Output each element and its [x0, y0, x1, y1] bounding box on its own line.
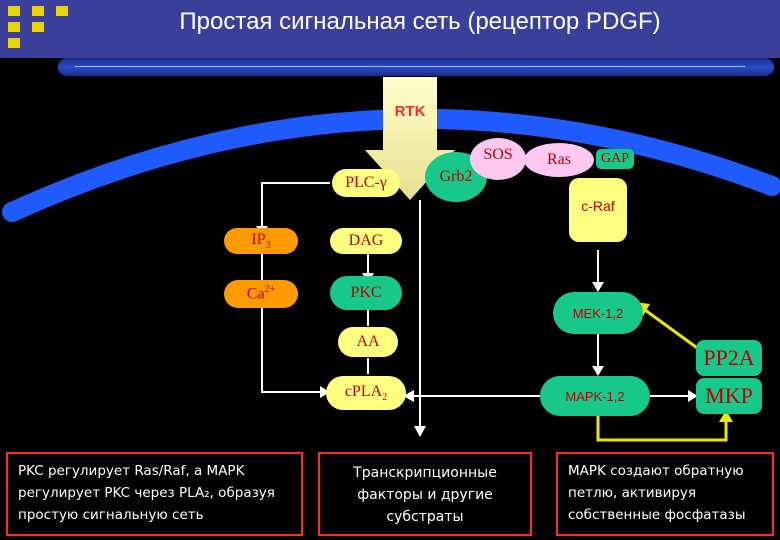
caption-left: PKC регулирует Ras/Raf, а MAPK регулируе… — [6, 452, 303, 536]
dag-node: DAG — [330, 228, 402, 254]
dag-label: DAG — [348, 232, 384, 249]
grb2-label: Grb2 — [439, 168, 473, 185]
pp2a-node: PP2A — [696, 340, 762, 376]
mkp-label: MKP — [705, 383, 753, 408]
mkp-node: MKP — [696, 378, 762, 414]
logo-square — [8, 6, 20, 16]
plc-gamma-label: PLC-γ — [345, 174, 387, 191]
logo-square — [56, 6, 68, 16]
pp2a-label: PP2A — [703, 345, 755, 370]
rtk-label: RTK — [394, 102, 426, 120]
title-underline-highlight — [75, 66, 745, 67]
feedback-line — [644, 308, 701, 352]
caption-right: MAPK создают обратную петлю, активируя с… — [556, 452, 774, 536]
logo-square — [8, 38, 20, 48]
mapk-node: MAPK-1,2 — [540, 376, 650, 416]
c-raf-node: c-Raf — [569, 178, 627, 242]
arrow-head — [592, 282, 604, 292]
arrow-head — [320, 386, 330, 398]
ras-label: Ras — [547, 151, 571, 168]
sos-node: SOS — [470, 138, 526, 180]
cpla2-subscript: 2 — [382, 392, 388, 404]
gap-label: GAP — [600, 151, 629, 166]
connector-line — [261, 300, 322, 393]
pkc-label: PKC — [350, 284, 382, 301]
cpla2-label: cPLA — [344, 382, 383, 400]
page-title: Простая сигнальная сеть (рецептор PDGF) — [179, 8, 661, 35]
mek-node: MEK-1,2 — [553, 292, 643, 334]
calcium-node: Ca2+ — [224, 280, 298, 308]
caption-middle: Транскрипционные факторы и другие субстр… — [318, 452, 532, 536]
feedback-line — [596, 412, 728, 442]
c-raf-label: c-Raf — [581, 198, 615, 214]
ras-node: Ras — [524, 143, 594, 177]
cpla2-node: cPLA2 — [326, 376, 406, 410]
connector-line — [261, 182, 330, 228]
arrow-head — [592, 366, 604, 376]
mek-label: MEK-1,2 — [572, 305, 624, 321]
logo-square — [32, 22, 44, 32]
calcium-superscript: 2+ — [264, 284, 276, 296]
mapk-label: MAPK-1,2 — [565, 388, 625, 404]
plc-gamma-node: PLC-γ — [332, 169, 400, 197]
sos-label: SOS — [483, 146, 513, 163]
ip3-label: IP — [251, 230, 266, 248]
gap-node: GAP — [596, 149, 634, 169]
aa-label: AA — [356, 333, 380, 350]
arrow-head — [414, 426, 426, 437]
feedback-arrow-head — [719, 410, 733, 422]
arrow-head — [688, 390, 698, 402]
title-underline-bar — [58, 58, 774, 76]
ip3-subscript: 3 — [265, 240, 271, 252]
logo-square — [8, 22, 20, 32]
aa-node: AA — [338, 327, 398, 357]
arrow-head — [403, 390, 414, 402]
ip3-node: IP3 — [224, 228, 298, 254]
logo-square — [32, 6, 44, 16]
header-bar — [0, 0, 780, 58]
pkc-node: PKC — [330, 276, 402, 310]
calcium-label: Ca — [246, 285, 265, 303]
